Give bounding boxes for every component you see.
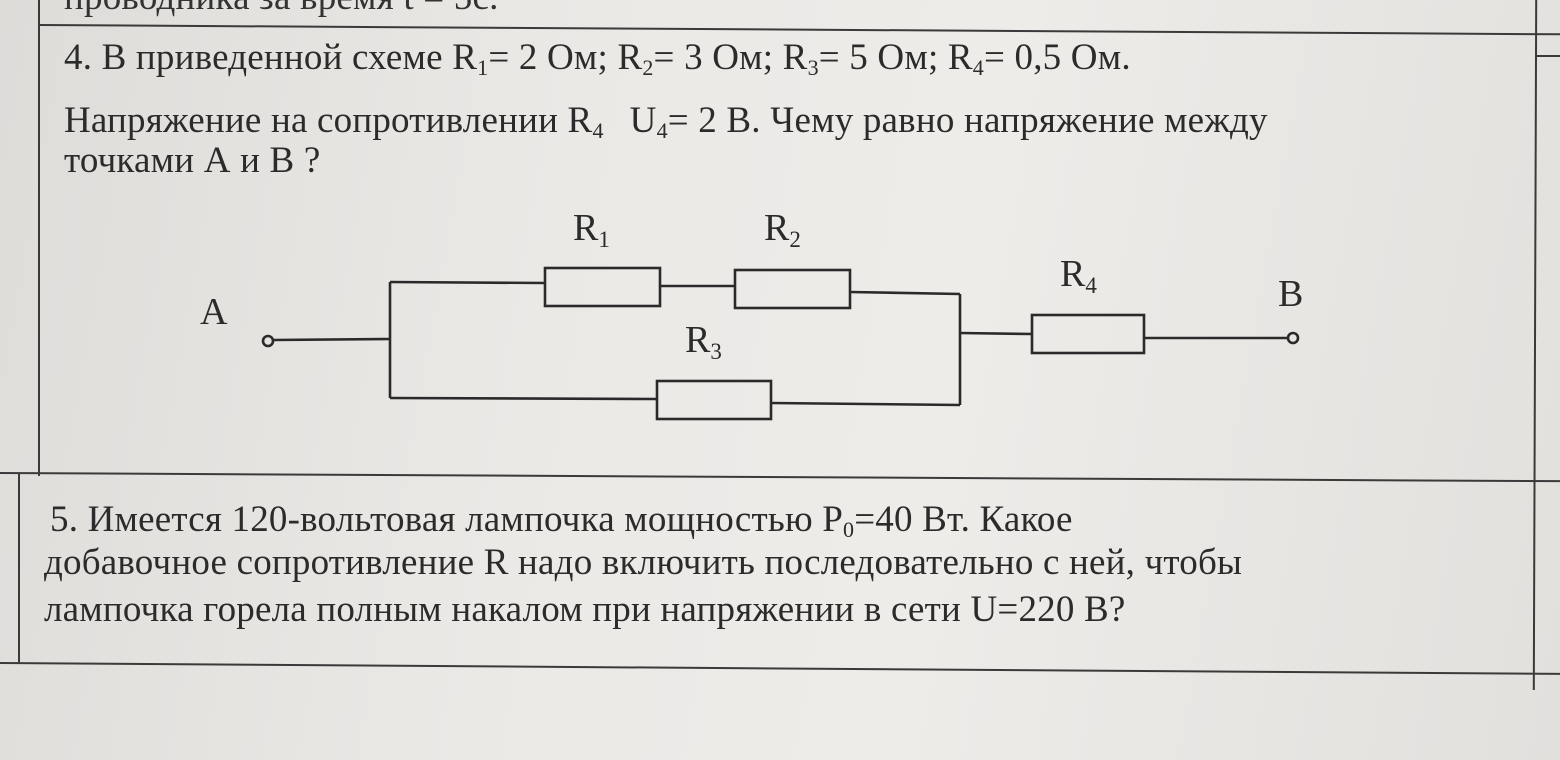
problem4-line2-lead: Напряжение на сопротивлении R <box>64 100 593 141</box>
r2-subscript: 2 <box>642 55 654 80</box>
r3-value: = 5 Ом; R <box>818 37 973 78</box>
label-r2-letter: R <box>764 207 790 249</box>
label-r4-letter: R <box>1060 253 1086 295</box>
u4-letter: U <box>629 100 657 141</box>
label-r3: R3 <box>685 319 722 363</box>
r1-subscript: 1 <box>477 55 489 80</box>
r4-subscript: 4 <box>592 118 604 143</box>
label-r3-sub: 3 <box>710 339 722 364</box>
terminal-b <box>1286 331 1300 345</box>
label-point-a: A <box>200 291 228 333</box>
r4-value: = 0,5 Ом. <box>983 37 1131 78</box>
problem5-line1-lead: 5. Имеется 120-вольтовая лампочка мощнос… <box>50 499 844 540</box>
terminal-a <box>261 334 275 348</box>
problem5-line3: лампочка горела полным накалом при напря… <box>44 589 1126 630</box>
table-rule-left-lower <box>18 474 20 664</box>
r3-subscript: 3 <box>807 55 819 80</box>
table-rule-top-right <box>1536 55 1560 57</box>
u4-subscript: 4 <box>656 118 668 143</box>
label-r2-sub: 2 <box>789 227 801 252</box>
wire-upper-2 <box>849 290 961 296</box>
r4-subscript: 4 <box>972 55 984 80</box>
problem5-line1-rest: =40 Вт. Какое <box>854 499 1073 540</box>
label-r1: R1 <box>573 207 610 251</box>
previous-problem-fragment: проводника за время t = 5с. <box>64 0 499 18</box>
table-rule-left <box>38 0 40 476</box>
wire-a-lead <box>272 337 391 342</box>
resistor-r1 <box>543 266 662 308</box>
resistor-r3 <box>655 379 773 421</box>
problem4-line3: точками А и В ? <box>64 140 321 181</box>
label-r4-sub: 4 <box>1085 273 1097 298</box>
label-r3-letter: R <box>685 319 711 361</box>
u4-value: = 2 В. Чему равно напряжение между <box>667 100 1268 141</box>
resistor-r2 <box>733 268 852 310</box>
label-r1-sub: 1 <box>598 227 610 252</box>
problem5-line2: добавочное сопротивление R надо включить… <box>44 542 1243 583</box>
resistor-r4 <box>1030 313 1146 355</box>
label-r1-letter: R <box>573 207 599 249</box>
p0-subscript: 0 <box>843 517 855 542</box>
problem5-line1: 5. Имеется 120-вольтовая лампочка мощнос… <box>50 499 1073 542</box>
wire-lower-2 <box>770 401 961 407</box>
label-r2: R2 <box>764 207 801 251</box>
label-r4: R4 <box>1060 253 1097 297</box>
problem4-line1: 4. В приведенной схеме R1= 2 Ом; R2= 3 О… <box>64 37 1131 80</box>
wire-upper-1 <box>389 280 546 285</box>
r1-value: = 2 Ом; R <box>488 37 643 78</box>
r2-value: = 3 Ом; R <box>653 37 808 78</box>
problem4-line1-lead: 4. В приведенной схеме R <box>64 37 478 78</box>
wire-to-r4 <box>959 331 1033 336</box>
label-point-b: B <box>1278 273 1304 315</box>
wire-lower-1 <box>389 396 658 401</box>
